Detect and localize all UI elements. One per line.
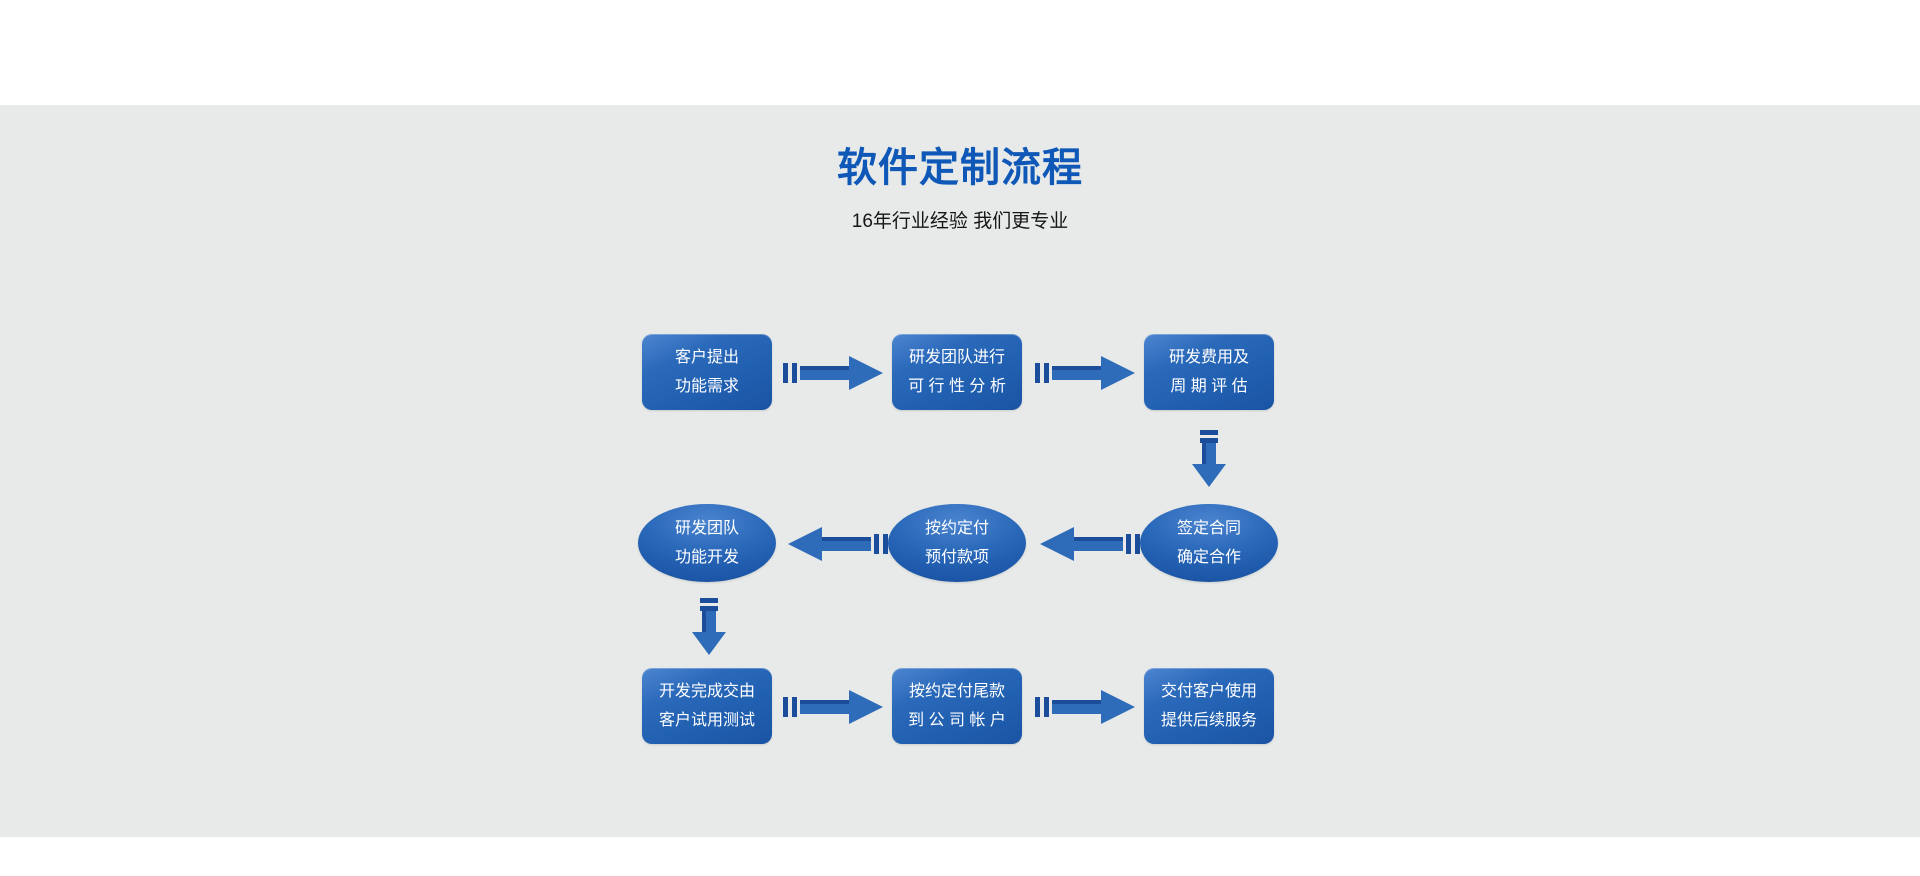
flow-step-feasibility: 研发团队进行 可 行 性 分 析 <box>892 334 1022 410</box>
flow-step-text: 按约定付尾款 <box>908 683 1005 700</box>
flow-step-text: 研发团队进行 <box>908 349 1005 366</box>
flow-step-testing: 开发完成交由 客户试用测试 <box>642 668 772 744</box>
arrow-right-icon <box>1035 356 1135 390</box>
section-subtitle: 16年行业经验 我们更专业 <box>851 211 1069 232</box>
flow-diagram: 客户提出 功能需求 研发团队进行 可 行 性 分 析 <box>638 334 1278 746</box>
flow-step-contract: 签定合同 确定合作 <box>1140 504 1278 582</box>
flow-step-prepayment: 按约定付 预付款项 <box>888 504 1026 582</box>
flow-step-text: 交付客户使用 <box>1160 683 1257 700</box>
flow-step-text: 提供后续服务 <box>1160 712 1257 729</box>
flow-step-requirements: 客户提出 功能需求 <box>642 334 772 410</box>
flow-step-text: 预付款项 <box>924 549 989 566</box>
flow-step-text: 周 期 评 估 <box>1170 378 1248 395</box>
flow-step-text: 确定合作 <box>1176 549 1241 566</box>
flow-step-text: 到 公 司 帐 户 <box>908 712 1006 729</box>
flow-step-text: 客户提出 <box>674 349 739 366</box>
arrow-down-icon <box>692 598 726 655</box>
arrow-left-icon <box>788 527 888 561</box>
flow-step-development: 研发团队 功能开发 <box>638 504 776 582</box>
flow-step-text: 功能需求 <box>674 378 739 395</box>
flow-step-text: 按约定付 <box>924 520 989 537</box>
flow-step-text: 可 行 性 分 析 <box>908 378 1006 395</box>
flow-step-final-payment: 按约定付尾款 到 公 司 帐 户 <box>892 668 1022 744</box>
arrow-right-icon <box>783 690 883 724</box>
flow-step-cost-estimate: 研发费用及 周 期 评 估 <box>1144 334 1274 410</box>
arrow-right-icon <box>783 356 883 390</box>
arrow-right-icon <box>1035 690 1135 724</box>
flow-step-delivery: 交付客户使用 提供后续服务 <box>1144 668 1274 744</box>
arrow-down-icon <box>1192 430 1226 487</box>
flow-step-text: 签定合同 <box>1176 520 1241 537</box>
flow-step-text: 开发完成交由 <box>658 683 755 700</box>
section-title: 软件定制流程 <box>837 146 1083 190</box>
arrow-left-icon <box>1040 527 1140 561</box>
process-section: 软件定制流程 16年行业经验 我们更专业 客户提出 功能需求 研发团队进行 可 … <box>0 105 1920 837</box>
flow-step-text: 功能开发 <box>674 549 739 566</box>
flow-step-text: 客户试用测试 <box>658 712 755 729</box>
flow-step-text: 研发费用及 <box>1168 349 1249 366</box>
flow-step-text: 研发团队 <box>674 520 739 537</box>
